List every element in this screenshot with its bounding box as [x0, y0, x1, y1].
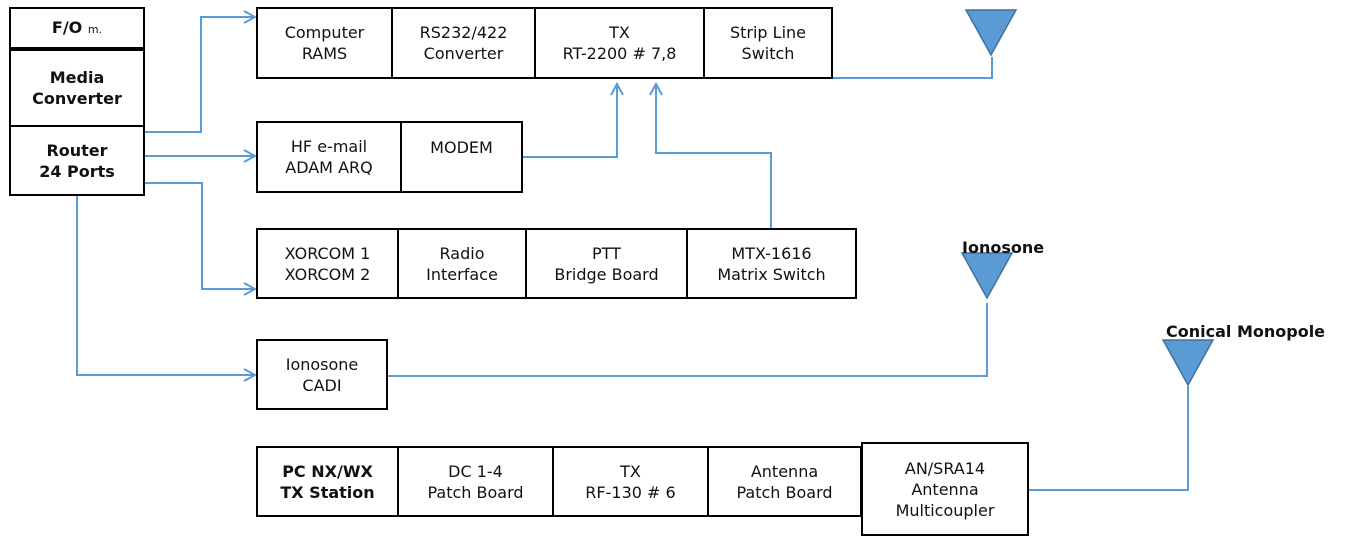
modem-box: MODEM: [400, 121, 523, 193]
link-cadi-antenna: [387, 303, 988, 377]
mtx-line-2: Matrix Switch: [717, 264, 826, 284]
link-router-xorcom: [145, 182, 255, 289]
radio-line-1: Radio: [439, 243, 485, 263]
radio-line-2: Interface: [426, 264, 498, 284]
ionosone-antenna-label: Ionosone: [962, 238, 1045, 257]
xorcom-line-1: XORCOM 1: [284, 243, 371, 263]
computer-line-2: RAMS: [301, 44, 348, 63]
conical-monopole-antenna-icon: [1161, 339, 1215, 387]
ionosone-line-2: CADI: [302, 375, 342, 395]
strip-line-1: Strip Line: [729, 23, 807, 42]
mtx-line-1: MTX-1616: [731, 243, 812, 263]
pc-line-2: TX Station: [280, 482, 375, 502]
ansra-line-1: AN/SRA14: [904, 458, 986, 478]
tx-rf130-box: TX RF-130 # 6: [552, 446, 709, 517]
router-box: Router 24 Ports: [9, 125, 145, 196]
media-line-2: Converter: [32, 89, 122, 108]
link-modem-tx: [522, 84, 617, 158]
xorcom-line-2: XORCOM 2: [284, 264, 371, 284]
router-line-1: Router: [46, 140, 108, 160]
ionosone-line-1: Ionosone: [285, 354, 359, 374]
hf-email-box: HF e-mail ADAM ARQ: [256, 121, 402, 193]
mtx-matrix-switch-box: MTX-1616 Matrix Switch: [686, 228, 857, 299]
strip-line-switch-box: Strip Line Switch: [703, 7, 833, 79]
fo-label: F/O m.: [51, 17, 103, 37]
media-line-1: Media: [49, 68, 105, 87]
rs232-line-1: RS232/422: [419, 23, 508, 42]
link-router-ionosone: [76, 196, 255, 375]
conical-monopole-label: Conical Monopole: [1166, 322, 1326, 341]
tx-line-1: TX: [609, 23, 630, 42]
antenna-patch-board-box: Antenna Patch Board: [707, 446, 862, 517]
rs232-line-2: Converter: [423, 44, 504, 63]
ionosone-cadi-box: Ionosone CADI: [256, 339, 388, 410]
dc-patch-board-box: DC 1-4 Patch Board: [397, 446, 554, 517]
tx-line-2: RT-2200 # 7,8: [562, 44, 677, 63]
ansra-line-2: Antenna: [911, 479, 979, 499]
computer-line-1: Computer: [284, 23, 365, 42]
ptt-line-1: PTT: [592, 243, 621, 263]
link-strip-antenna: [832, 57, 993, 79]
ionosone-antenna-icon: [960, 252, 1014, 300]
xorcom-box: XORCOM 1 XORCOM 2: [256, 228, 399, 299]
tx6-line-1: TX: [620, 461, 641, 481]
pc-line-1: PC NX/WX: [282, 461, 373, 481]
link-mtx-tx: [656, 84, 772, 229]
antpatch-line-2: Patch Board: [736, 482, 833, 502]
an-sra14-multicoupler-box: AN/SRA14 Antenna Multicoupler: [861, 442, 1029, 536]
antenna-icon: [964, 9, 1018, 57]
antpatch-line-1: Antenna: [750, 461, 819, 481]
link-sra14-antenna: [1029, 386, 1189, 491]
strip-line-2: Switch: [741, 44, 795, 63]
router-line-2: 24 Ports: [39, 161, 115, 181]
tx6-line-2: RF-130 # 6: [585, 482, 676, 502]
link-router-computer: [145, 17, 255, 133]
tx-rt2200-box: TX RT-2200 # 7,8: [534, 7, 705, 79]
media-converter-box: Media Converter: [9, 49, 145, 127]
ptt-bridge-board-box: PTT Bridge Board: [525, 228, 688, 299]
radio-interface-box: Radio Interface: [397, 228, 527, 299]
hf-line-2: ADAM ARQ: [285, 158, 373, 177]
pc-tx-station-box: PC NX/WX TX Station: [256, 446, 399, 517]
fo-box: F/O m.: [9, 7, 145, 49]
hf-line-1: HF e-mail: [290, 137, 368, 156]
dc-line-2: Patch Board: [427, 482, 524, 502]
ansra-line-3: Multicoupler: [895, 500, 995, 520]
modem-label: MODEM: [430, 138, 493, 157]
dc-line-1: DC 1-4: [448, 461, 503, 481]
computer-rams-box: Computer RAMS: [256, 7, 393, 79]
ptt-line-2: Bridge Board: [554, 264, 659, 284]
rs232-converter-box: RS232/422 Converter: [391, 7, 536, 79]
